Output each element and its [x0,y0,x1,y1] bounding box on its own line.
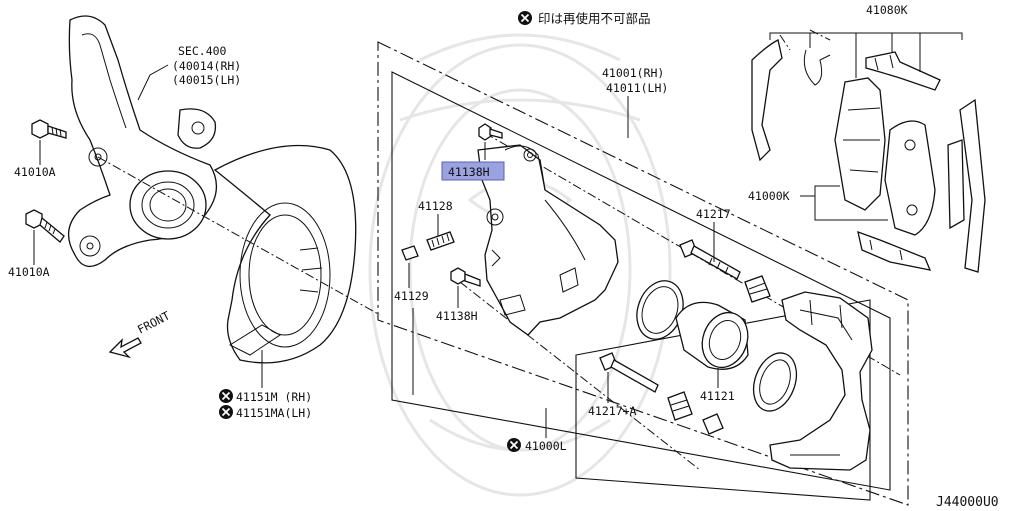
label-41129: 41129 [394,289,429,303]
drawing-code: J44000U0 [936,495,999,510]
label-41128: 41128 [418,199,453,213]
legend: 印は再使用不可部品 [518,11,651,26]
label-41138h-lower: 41138H [436,309,478,323]
nonreusable-mark-41000l [507,438,521,452]
pad-shim-right [947,98,986,273]
caliper-body [477,144,619,336]
axis-line-knuckle [97,156,381,316]
bleeder-bolt-upper [478,123,503,141]
pin-sleeve [702,413,724,435]
label-sec400-lh: (40015(LH) [172,73,241,87]
label-41121: 41121 [700,389,735,403]
pin-boot-upper [744,275,771,303]
label-41217: 41217 [696,207,731,221]
label-sec400-rh: (40014(RH) [172,59,241,73]
label-41010a-upper: 41010A [14,165,56,179]
front-direction-indicator: FRONT [108,308,172,359]
front-arrow-icon [108,337,142,359]
label-41000l: 41000L [525,439,567,453]
caliper-bracket [769,291,873,471]
caliper-box [391,71,891,491]
highlight-41138h[interactable] [441,161,505,181]
legend-note: 印は再使用不可部品 [538,11,651,26]
label-41138h-highlighted[interactable]: 41138H [448,165,490,179]
label-41151m-rh: 41151M (RH) [236,390,312,404]
label-front: FRONT [135,308,172,336]
assembly-outline [377,41,909,506]
guide-pin-lower [599,352,659,393]
bleeder-screw [426,231,455,251]
wear-indicator-clip [803,49,831,86]
watermark-emblem [368,33,672,497]
brake-pad-outer [884,120,936,236]
bleeder-cap [401,245,419,261]
label-41151ma-lh: 41151MA(LH) [236,406,312,420]
brake-dust-shield [213,144,357,364]
label-41011-lh: 41011(LH) [606,81,668,95]
piston-dust-boot [752,352,798,412]
caliper-piston [675,301,749,370]
caliper-bolt-lower [450,267,481,287]
label-41217-a: 41217+A [588,404,637,418]
knuckle-bolt-upper [31,119,67,139]
nonreusable-mark-41151m [219,389,233,403]
label-41010a-lower: 41010A [8,265,50,279]
label-41080k: 41080K [866,3,908,17]
pin-boot-lower [667,391,693,421]
guide-pin-upper [679,239,741,280]
steering-knuckle [68,15,217,267]
nonreusable-mark-41151ma [219,405,233,419]
pad-shim-left [751,39,783,162]
label-41000k: 41000K [748,189,790,203]
pad-clip-upper [865,51,941,91]
pad-clip-lower [857,230,932,271]
piston-seal [636,280,684,340]
seal-kit-box [575,299,871,501]
axis-line-pads [779,29,831,51]
label-sec400: SEC.400 [178,44,227,58]
brake-pad-inner [834,77,886,211]
knuckle-bolt-lower [25,209,65,243]
label-41001-rh: 41001(RH) [602,66,664,80]
